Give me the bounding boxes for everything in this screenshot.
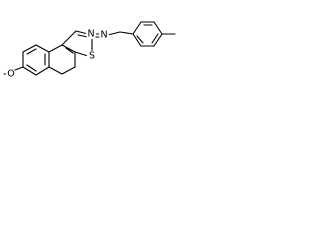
bond-line (77, 34, 89, 38)
bond-line (22, 66, 37, 76)
atom-label-o: O (7, 69, 14, 80)
bond-line (153, 33, 163, 47)
atom-label-n-imine: N (100, 30, 107, 41)
bond-line (151, 33, 159, 44)
atom-o-mask (5, 68, 17, 80)
atom-n-imine-mask (98, 29, 110, 41)
bond-line (26, 64, 37, 72)
atom-s-mask (86, 50, 98, 62)
atom-labels: N N S O (5, 28, 110, 80)
bond-line (22, 44, 37, 53)
bond-line (61, 30, 77, 46)
bond-line (136, 35, 144, 44)
bond-line (132, 33, 142, 47)
atom-label-s: S (89, 51, 95, 62)
bond-line (61, 66, 76, 75)
bond-line (132, 21, 142, 35)
bond-line (74, 51, 89, 57)
bond-line (48, 44, 63, 53)
bond-line (153, 21, 163, 35)
bond-line (48, 66, 63, 75)
bond-line (61, 44, 76, 53)
bond-line (65, 47, 74, 54)
bond-line (26, 48, 37, 55)
bond-line (35, 44, 50, 53)
bond-line (107, 31, 121, 36)
molecule-diagram: N N S O (3, 21, 176, 80)
bond-line (14, 66, 24, 71)
atom-n-ring-mask (85, 28, 97, 40)
bond-line (119, 31, 134, 35)
bond-line (35, 66, 50, 76)
atom-label-n-ring: N (87, 29, 94, 40)
